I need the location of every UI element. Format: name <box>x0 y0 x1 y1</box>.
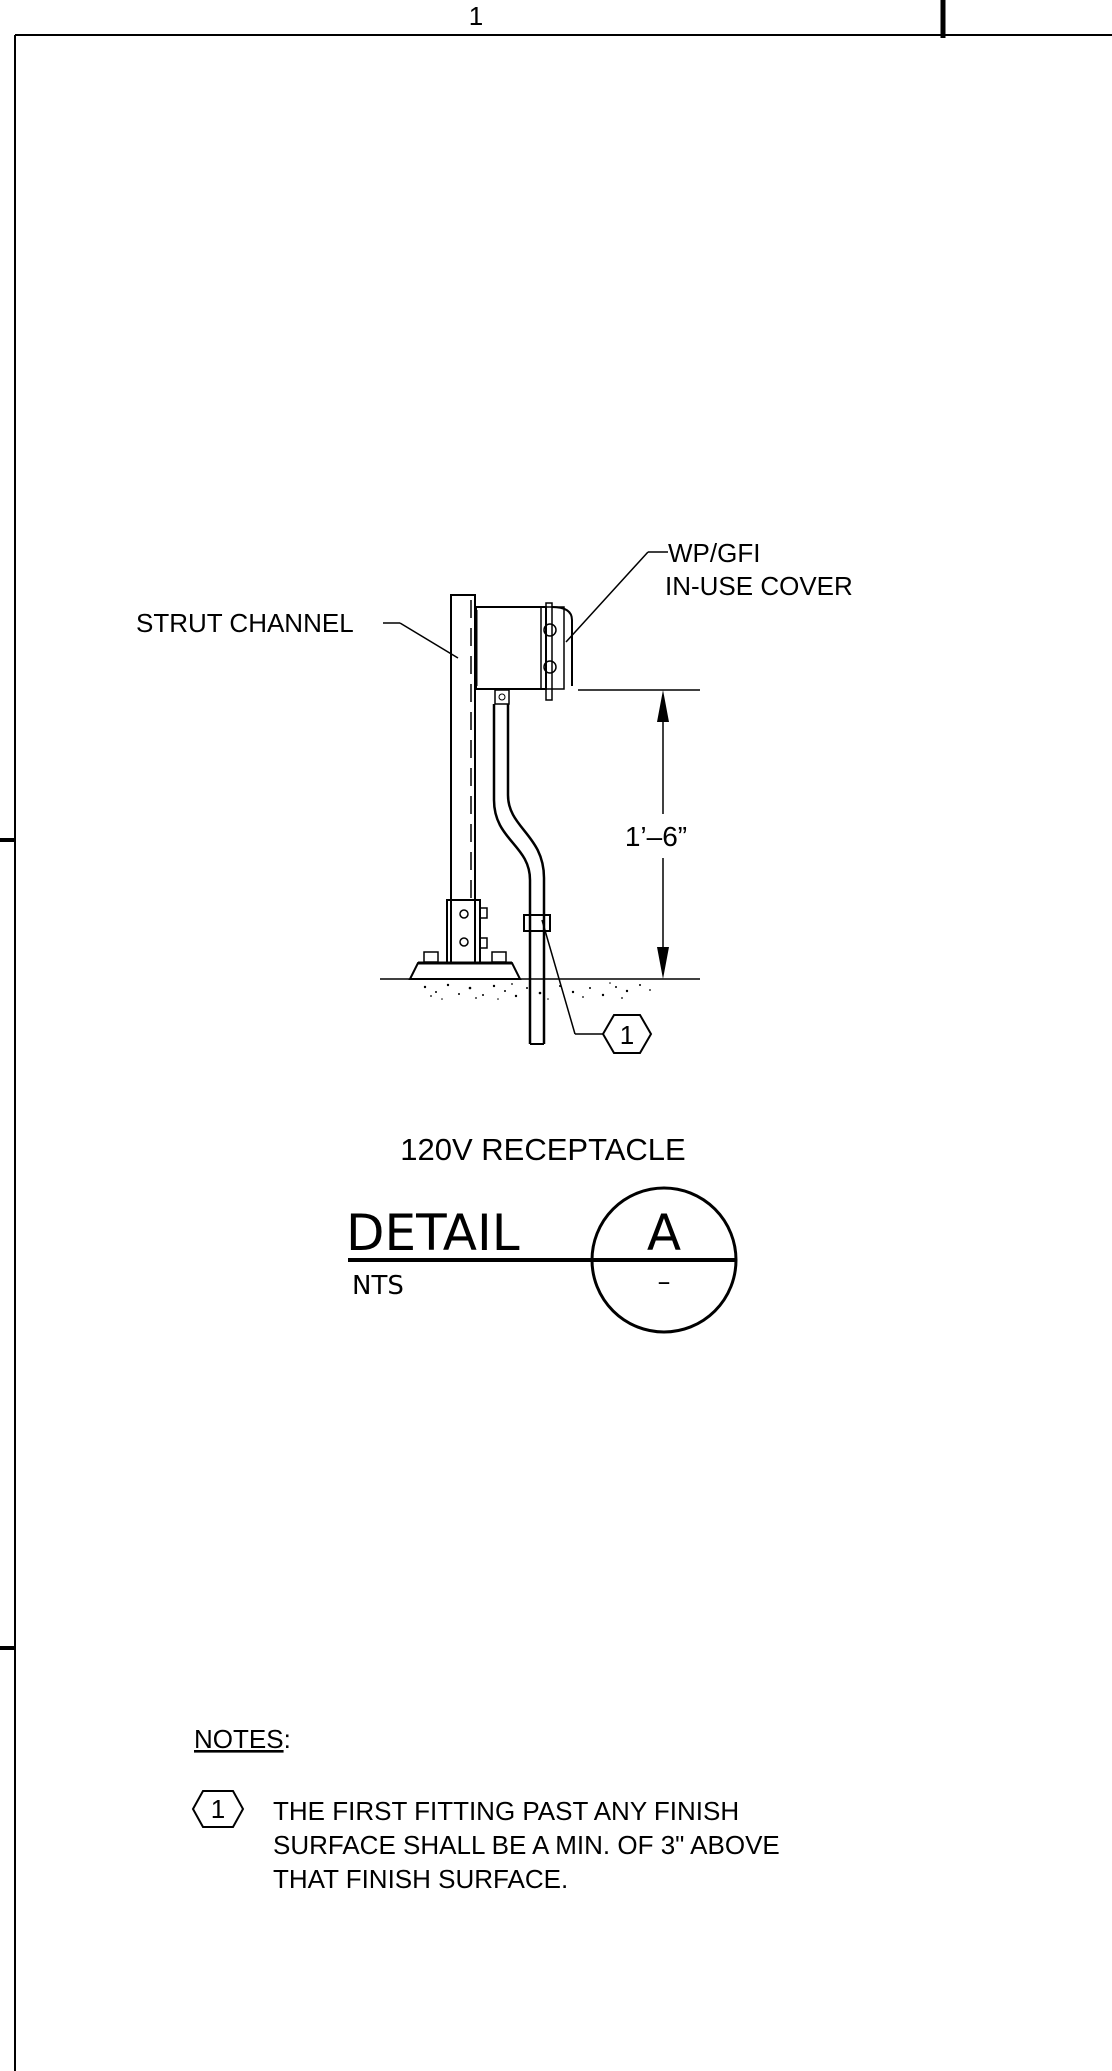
finish-grade <box>380 978 700 1000</box>
notes-heading-colon: : <box>284 1724 291 1754</box>
leader-strut-channel-diagonal <box>399 622 459 659</box>
leader-keynote-1 <box>541 919 576 1035</box>
keynote-tag-label: 1 <box>620 1020 634 1050</box>
note-1-hexagon <box>191 1790 245 1828</box>
dimension-1ft6in <box>578 689 700 979</box>
note-1-line-1: THE FIRST FITTING PAST ANY FINISH <box>273 1796 739 1826</box>
notes-heading: NOTES: <box>194 1724 291 1754</box>
leader-in-use-cover-diagonal <box>565 551 649 643</box>
detail-bubble <box>348 1186 738 1334</box>
column-number: 1 <box>469 1 483 31</box>
dimension-label: 1’–6” <box>625 821 687 852</box>
strut-channel-label: STRUT CHANNEL <box>136 608 354 638</box>
cover-label-line2: IN-USE COVER <box>665 571 853 601</box>
detail-letter: A <box>647 1204 681 1262</box>
detail-scale: NTS <box>352 1271 404 1301</box>
conduit <box>492 689 546 1045</box>
detail-title: DETAIL <box>346 1204 520 1262</box>
cover-label-line1: WP/GFI <box>668 538 760 568</box>
strut-channel-post <box>450 594 476 964</box>
soil-hatch <box>423 982 651 1000</box>
detail-sheet-ref: – <box>658 1267 671 1297</box>
note-1-line-3: THAT FINISH SURFACE. <box>273 1864 568 1894</box>
note-1-line-2: SURFACE SHALL BE A MIN. OF 3" ABOVE <box>273 1830 780 1860</box>
in-use-cover <box>540 602 573 701</box>
post-bracket <box>446 899 488 964</box>
receptacle-box <box>474 606 547 690</box>
notes-heading-word: NOTES <box>194 1724 284 1754</box>
detail-caption: 120V RECEPTACLE <box>400 1132 685 1167</box>
keynote-hexagon <box>601 1014 653 1054</box>
base-plate <box>408 951 522 980</box>
receptacle-drawing <box>380 551 700 1054</box>
note-1-tag: 1 <box>211 1794 225 1824</box>
conduit-fitting <box>523 914 551 932</box>
